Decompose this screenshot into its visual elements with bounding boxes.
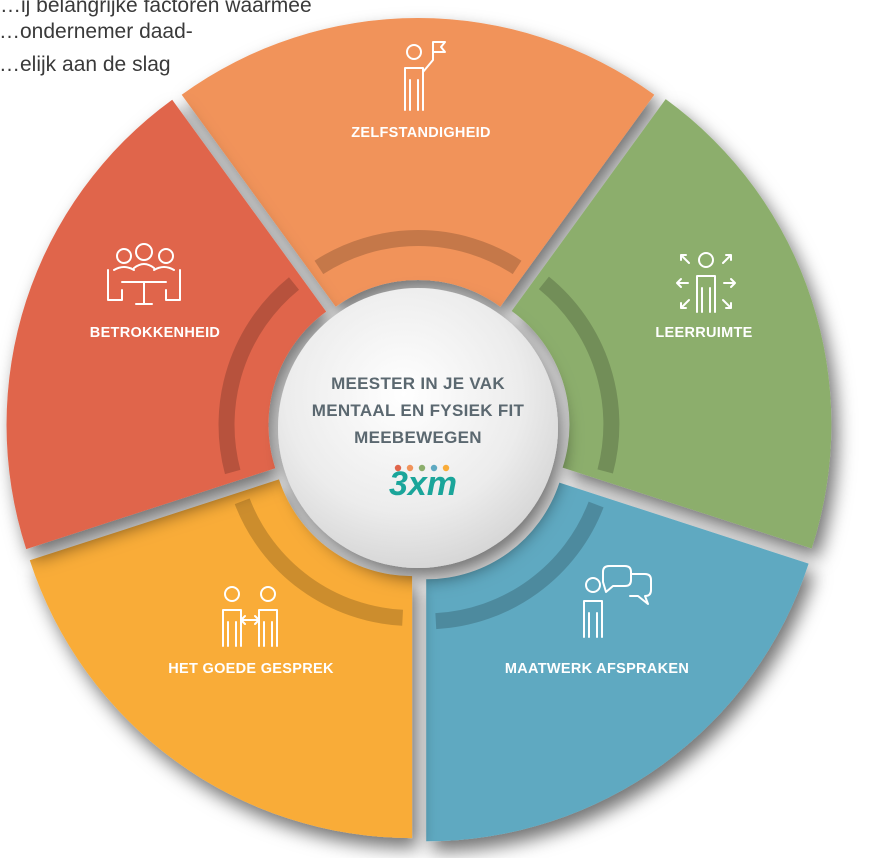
- segment-inner-ring-maatwerk: [435, 501, 604, 630]
- segments-layer: [6, 18, 832, 842]
- intro-line-1: …ij belangrijke factoren waarmee: [0, 0, 312, 17]
- segment-maatwerk: [426, 482, 809, 842]
- person-with-arrows-icon: [676, 252, 736, 313]
- intro-line-2: …ondernemer daad-: [0, 20, 193, 43]
- segment-label-leerruimte: LEERRUIMTE: [655, 325, 752, 341]
- 3xm-logo: 3xm: [389, 465, 457, 503]
- segment-inner-ring-betrokkenheid: [218, 277, 300, 475]
- logo-dot: [418, 464, 426, 472]
- segment-leerruimte: [511, 99, 832, 549]
- segment-inner-ring-gesprek: [234, 498, 404, 626]
- logo-dots: [394, 464, 450, 472]
- segment-label-betrokkenheid: BETROKKENHEID: [90, 325, 220, 341]
- logo-dot: [442, 464, 450, 472]
- segment-label-het-goede-gesprek: HET GOEDE GESPREK: [168, 661, 334, 677]
- intro-line-3: …elijk aan de slag: [0, 53, 171, 76]
- segment-label-maatwerk-afspraken: MAATWERK AFSPRAKEN: [505, 661, 689, 677]
- logo-dot: [430, 464, 438, 472]
- logo-dot: [406, 464, 414, 472]
- group-meeting-icon: [107, 243, 181, 305]
- logo-dot: [394, 464, 402, 472]
- two-people-talking-icon: [222, 586, 278, 647]
- center-line-1: MEESTER IN JE VAK: [331, 374, 505, 393]
- segment-label-zelfstandigheid: ZELFSTANDIGHEID: [351, 125, 491, 141]
- segment-gesprek: [29, 479, 413, 839]
- segment-zelfstandigheid: [181, 18, 655, 307]
- center-circle: MEESTER IN JE VAK MENTAAL EN FYSIEK FIT …: [278, 288, 558, 568]
- segment-inner-ring-zelfstandigheid: [314, 230, 522, 275]
- segment-betrokkenheid: [6, 99, 327, 550]
- person-with-flag-icon: [404, 41, 446, 111]
- center-disc: [278, 288, 558, 568]
- center-line-3: MEEBEWEGEN: [354, 428, 482, 447]
- person-with-speech-bubbles-icon: [583, 565, 652, 638]
- center-line-2: MENTAAL EN FYSIEK FIT: [312, 401, 525, 420]
- segment-inner-ring-leerruimte: [538, 276, 620, 474]
